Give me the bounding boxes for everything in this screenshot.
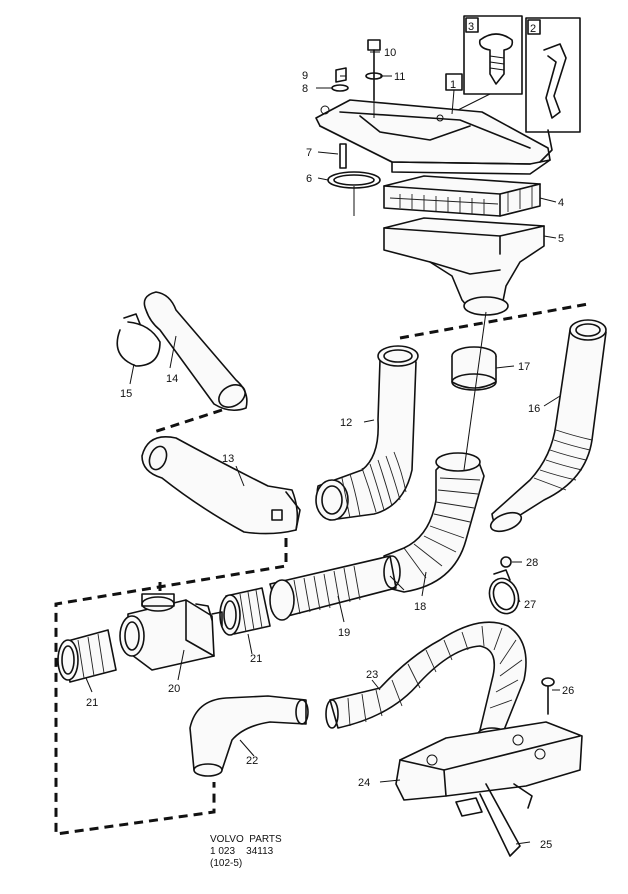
- hose-23: [325, 621, 527, 741]
- callout-27: 27: [524, 599, 536, 611]
- callout-3: 3: [468, 21, 474, 33]
- leader-lines: [85, 51, 561, 845]
- callout-14: 14: [166, 373, 178, 385]
- callout-13: 13: [222, 453, 234, 465]
- callout-12: 12: [340, 417, 352, 429]
- valve-housing-20: [119, 593, 223, 671]
- callout-8: 8: [302, 83, 308, 95]
- callout-28: 28: [526, 557, 538, 569]
- callout-6: 6: [306, 173, 312, 185]
- connection-lines: [54, 302, 589, 836]
- callout-4: 4: [558, 197, 564, 209]
- air-cleaner-lower-housing: [383, 217, 545, 316]
- callout-9: 9: [302, 70, 308, 82]
- parts-reference-footer: VOLVO PARTS 1 023 34113 (102-5): [210, 834, 282, 870]
- callout-24: 24: [358, 777, 370, 789]
- hose-18: [383, 452, 485, 593]
- callout-10: 10: [384, 47, 396, 59]
- hose-22: [189, 695, 309, 777]
- detail-box-2: [525, 17, 581, 163]
- bolt-26: [541, 677, 555, 715]
- callout-19: 19: [338, 627, 350, 639]
- callout-15: 15: [120, 388, 132, 400]
- footer-part-number: 1 023 34113: [210, 846, 274, 857]
- ring-17: [451, 346, 497, 391]
- air-cleaner-cover: [315, 99, 551, 175]
- callout-25: 25: [540, 839, 552, 851]
- detail-box-1: [445, 73, 463, 115]
- callout-11: 11: [394, 71, 405, 83]
- callout-22: 22: [246, 755, 258, 767]
- air-filter-element: [383, 175, 541, 217]
- hose-16: [489, 319, 607, 533]
- sleeve-21-right: [219, 587, 271, 636]
- callout-21-right: 21: [250, 653, 262, 665]
- callout-2: 2: [530, 23, 536, 35]
- heat-plate-24: [395, 721, 583, 857]
- hose-19: [269, 555, 401, 621]
- hose-13: [141, 436, 301, 535]
- clamp-27: [488, 569, 520, 615]
- footer-section-code: (102-5): [210, 858, 243, 869]
- callout-21-left: 21: [86, 697, 98, 709]
- hose-14: [116, 291, 248, 412]
- callout-1: 1: [450, 79, 456, 91]
- detail-box-3: [457, 15, 523, 111]
- footer-brand: VOLVO PARTS: [210, 834, 282, 845]
- callout-numbers: 1 2 3 4 5 6 7 8 9 10 11 12 13 14 15 16 1…: [86, 21, 574, 851]
- screw-28: [500, 556, 512, 568]
- callout-5: 5: [558, 233, 564, 245]
- callout-18: 18: [414, 601, 426, 613]
- callout-17: 17: [518, 361, 530, 373]
- callout-26: 26: [562, 685, 574, 697]
- hose-12: [315, 345, 419, 521]
- callout-23: 23: [366, 669, 378, 681]
- callout-16: 16: [528, 403, 540, 415]
- sleeve-21-left: [57, 629, 117, 683]
- callout-7: 7: [306, 147, 312, 159]
- callout-20: 20: [168, 683, 180, 695]
